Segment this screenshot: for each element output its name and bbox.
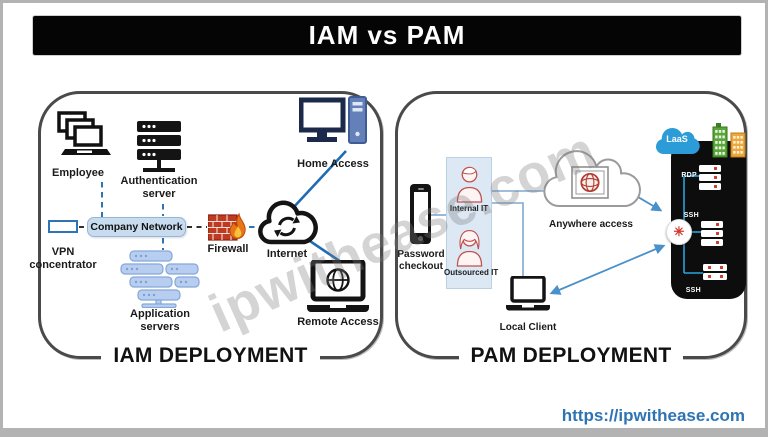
password-checkout-phone-icon — [410, 184, 431, 244]
application-servers-icon — [118, 250, 202, 308]
authentication-server-svg — [137, 121, 181, 172]
phone-home-button — [418, 236, 423, 241]
remote-access-svg — [307, 260, 369, 312]
pam-deployment-label-wrap: PAM DEPLOYMENT — [395, 344, 747, 368]
outsourced-it-label: Outsourced IT — [444, 268, 499, 277]
ssh-bottom-server-group — [703, 264, 727, 282]
application-servers-svg — [120, 250, 200, 308]
footer-url-link[interactable]: https://ipwithease.com — [561, 406, 745, 425]
rdp-server-group — [699, 165, 721, 192]
server-box — [701, 221, 723, 228]
laas-label: LaaS — [666, 134, 688, 144]
local-client-laptop-icon — [506, 276, 550, 312]
iam-dashed-connectors-blue — [101, 182, 256, 250]
password-checkout-label: Password checkout — [397, 249, 445, 272]
internal-it-person-svg — [456, 166, 483, 203]
server-box — [701, 239, 723, 246]
internet-cloud-icon — [256, 200, 318, 248]
server-box — [699, 165, 721, 172]
server-box — [701, 230, 723, 237]
firewall-svg — [208, 212, 246, 241]
iam-deployment-label-wrap: IAM DEPLOYMENT — [38, 344, 383, 368]
home-access-svg — [299, 96, 367, 144]
internet-to-home-line — [291, 150, 347, 210]
server-box — [703, 273, 727, 280]
firewall-icon — [208, 210, 248, 244]
employee-laptops-svg — [57, 111, 111, 155]
laas-cloud-svg — [655, 127, 700, 154]
home-access-desktop-icon — [299, 96, 367, 154]
ssh-bottom-label: SSH — [685, 287, 701, 294]
phone-speaker — [417, 187, 424, 190]
internal-it-person-icon — [455, 164, 484, 203]
outsourced-it-person-svg — [456, 230, 483, 267]
session-gateway-icon: ✳ — [666, 219, 692, 245]
laas-cloud-icon — [652, 126, 702, 157]
internet-label: Internet — [266, 248, 308, 260]
ssh-mid-label: SSH — [683, 212, 699, 219]
ssh-server-group — [701, 221, 723, 248]
server-box — [699, 183, 721, 190]
local-client-label: Local Client — [499, 322, 557, 333]
rack-internal-lines — [683, 175, 703, 274]
remote-access-laptop-icon — [306, 260, 370, 314]
datacenter-buildings-icon — [712, 122, 748, 158]
employee-laptops-icon — [47, 111, 111, 165]
authentication-server-icon — [137, 121, 181, 175]
internet-cloud-svg — [258, 200, 318, 245]
server-box — [699, 174, 721, 181]
rdp-label: RDP — [681, 172, 697, 179]
client-to-rack-arrow — [549, 244, 666, 295]
page-title: IAM vs PAM — [33, 16, 741, 55]
server-box — [703, 264, 727, 271]
local-client-svg — [506, 276, 550, 311]
firewall-label: Firewall — [207, 243, 249, 255]
internal-it-label: Internal IT — [449, 204, 489, 213]
application-servers-label: Application servers — [130, 308, 190, 333]
company-network-node: Company Network — [87, 217, 186, 237]
remote-access-label: Remote Access — [297, 316, 379, 328]
authentication-server-label: Authentication server — [120, 175, 198, 200]
itbox-to-client-line — [492, 202, 524, 278]
phone-screen — [413, 192, 428, 233]
vpn-concentrator-icon — [48, 220, 78, 233]
home-access-label: Home Access — [297, 158, 369, 170]
iam-deployment-label: IAM DEPLOYMENT — [101, 344, 320, 368]
datacenter-buildings-svg — [712, 123, 746, 158]
vpn-concentrator-label: VPN concentrator — [29, 246, 97, 271]
bottom-border-strip — [3, 428, 765, 434]
employee-label: Employee — [52, 167, 104, 179]
pam-deployment-label: PAM DEPLOYMENT — [458, 344, 684, 368]
outsourced-it-person-icon — [455, 228, 484, 267]
anywhere-access-label: Anywhere access — [549, 219, 633, 230]
